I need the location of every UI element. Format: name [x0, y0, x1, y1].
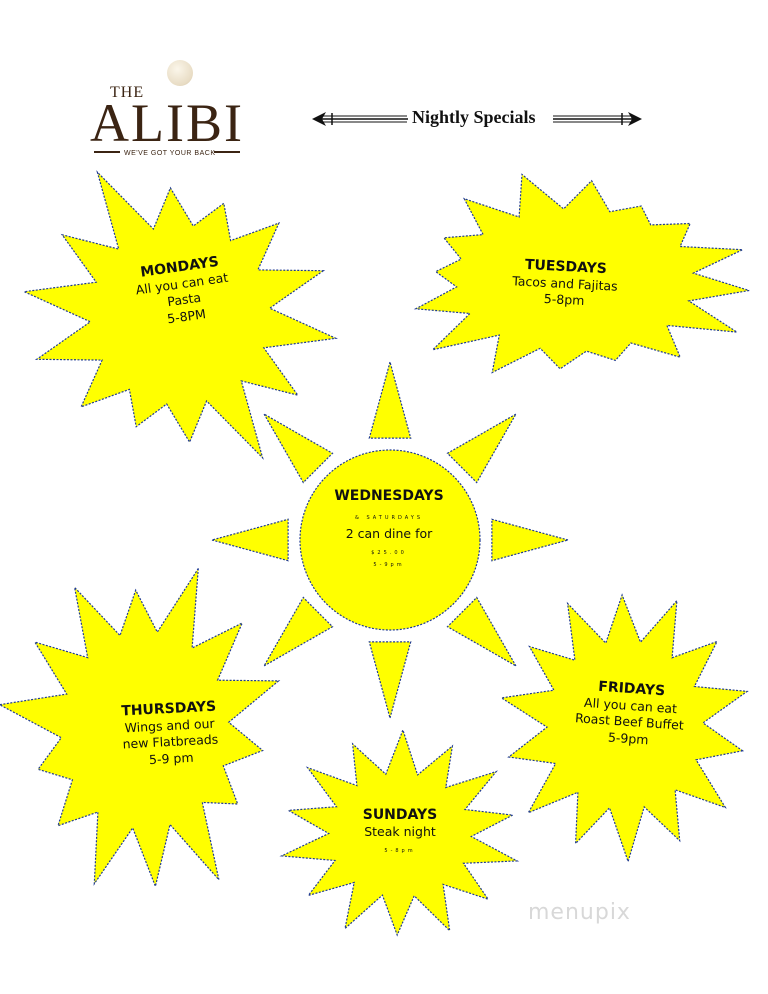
knife-icon	[214, 151, 240, 153]
logo-the: THE	[110, 84, 145, 101]
friday-burst	[499, 593, 749, 864]
logo-name: ALIBI	[90, 93, 244, 153]
wednesday-line1: 2 can dine for	[345, 525, 433, 541]
thursday-burst	[0, 568, 281, 889]
golf-ball-icon	[167, 60, 193, 86]
sun-ray	[446, 596, 518, 668]
fork-icon	[94, 151, 120, 153]
alibi-logo: THE ALIBI WE'VE GOT YOUR BACK	[84, 60, 264, 170]
tuesday-burst	[413, 173, 750, 374]
sunday-day: SUNDAYS	[362, 807, 438, 823]
wednesday-sub: & SATURDAYS	[355, 515, 423, 522]
sunday-burst	[279, 728, 520, 937]
thursday-special: THURSDAYS Wings and our new Flatbreads 5…	[98, 696, 241, 770]
sun-ray	[368, 359, 412, 439]
header-title: Nightly Specials	[412, 107, 536, 127]
sun-ray	[262, 596, 334, 668]
sun-ray	[368, 641, 412, 721]
wednesday-sun	[299, 449, 481, 631]
arrow-divider-icon	[312, 107, 642, 131]
sun-ray	[209, 518, 289, 562]
watermark: menupix	[528, 900, 631, 925]
wednesday-price: $25.00	[371, 549, 407, 556]
nightly-specials-header: Nightly Specials	[312, 104, 642, 134]
sun-ray	[491, 518, 571, 562]
monday-burst	[22, 170, 338, 460]
wednesday-day: WEDNESDAYS	[334, 488, 444, 504]
wednesday-special: WEDNESDAYS & SATURDAYS 2 can dine for $2…	[318, 487, 460, 569]
friday-special: FRIDAYS All you can eat Roast Beef Buffe…	[553, 675, 707, 752]
wednesday-time: 5-9pm	[373, 562, 405, 569]
logo-tagline: WE'VE GOT YOUR BACK	[124, 150, 216, 157]
sunday-line1: Steak night	[364, 824, 436, 840]
sunday-time: 5-8pm	[384, 848, 416, 855]
tuesday-special: TUESDAYS Tacos and Fajitas 5-8pm	[489, 254, 641, 312]
sun-ray	[262, 412, 334, 484]
sunday-special: SUNDAYS Steak night 5-8pm	[335, 806, 465, 855]
sun-ray	[446, 412, 518, 484]
